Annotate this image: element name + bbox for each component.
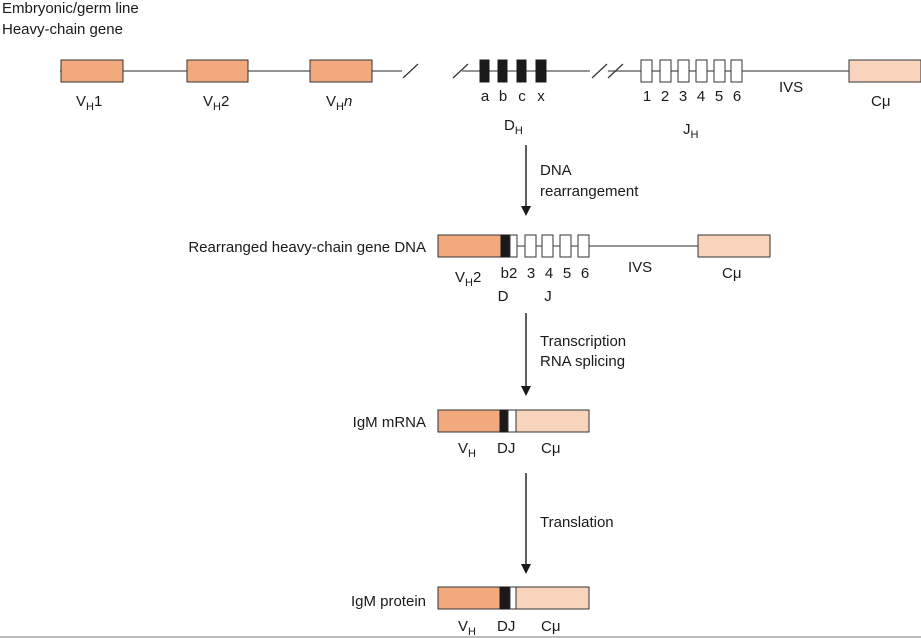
- j-segment: [507, 409, 517, 433]
- j-segment: [509, 234, 518, 258]
- step-dna-label: DNA: [540, 162, 572, 179]
- c-mu-label: Cμ: [871, 93, 890, 110]
- rearranged-j-caption: J: [544, 288, 552, 305]
- j-segment: [541, 234, 554, 258]
- j-number: 6: [733, 88, 741, 105]
- rearranged-d-caption: D: [498, 288, 509, 305]
- j-segment: [524, 234, 537, 258]
- step-arrow-translation: [521, 473, 531, 574]
- mrna-c-mu-label: Cμ: [541, 440, 560, 457]
- j-number: 3: [527, 265, 535, 282]
- d-letter: c: [518, 88, 526, 105]
- step-rearrangement-label: rearrangement: [540, 183, 639, 200]
- step-transcription-label: Transcription: [540, 333, 626, 350]
- c-mu-segment: [515, 586, 590, 610]
- d-letter: x: [537, 88, 545, 105]
- d-letter: a: [481, 88, 490, 105]
- d-segment: [535, 59, 547, 83]
- arrow-head-icon: [521, 386, 531, 396]
- v-segment: [437, 234, 502, 258]
- protein-c-mu-label: Cμ: [541, 618, 560, 635]
- j-number: 5: [715, 88, 723, 105]
- rearranged-b2-label: b2: [501, 265, 518, 282]
- j-number: 1: [643, 88, 651, 105]
- j-segment: [695, 59, 708, 83]
- arrow-head-icon: [521, 564, 531, 574]
- protein-dj-label: DJ: [497, 618, 515, 635]
- igm-protein: IgM protein VH DJ Cμ: [351, 586, 590, 638]
- step-arrow-dna-rearrangement: [521, 145, 531, 216]
- j-number: 5: [563, 265, 571, 282]
- rearranged-c-mu-label: Cμ: [722, 265, 741, 282]
- igm-mrna: IgM mRNA VH DJ Cμ: [353, 409, 590, 460]
- d-letter: b: [499, 88, 507, 105]
- v-label-2: VH2: [203, 93, 229, 113]
- j-group-label: JH: [683, 121, 699, 141]
- j-segment: [577, 234, 590, 258]
- protein-v-label: VH: [458, 618, 476, 638]
- title-line-2: Heavy-chain gene: [2, 21, 123, 38]
- j-number: 6: [581, 265, 589, 282]
- break-mark: [452, 63, 469, 79]
- rearranged-row-label: Rearranged heavy-chain gene DNA: [188, 239, 426, 256]
- rearranged-v-label: VH2: [455, 269, 481, 289]
- protein-row-label: IgM protein: [351, 593, 426, 610]
- v-label-1: VH1: [76, 93, 102, 113]
- j-segment: [713, 59, 726, 83]
- mrna-dj-label: DJ: [497, 440, 515, 457]
- title-line-1: Embryonic/germ line: [2, 0, 139, 17]
- v-segment: [437, 586, 501, 610]
- v-segment: [186, 59, 249, 83]
- v-segment: [60, 59, 124, 83]
- step-arrow-transcription: [521, 313, 531, 396]
- d-group-label: DH: [504, 117, 523, 137]
- break-mark: [607, 63, 624, 79]
- arrow-head-icon: [521, 206, 531, 216]
- j-segment: [659, 59, 672, 83]
- j-segment: [730, 59, 743, 83]
- c-mu-segment: [515, 409, 590, 433]
- mrna-v-label: VH: [458, 440, 476, 460]
- step-translation-label: Translation: [540, 514, 614, 531]
- d-segment: [479, 59, 490, 83]
- c-mu-segment: [848, 59, 921, 83]
- d-segment: [497, 59, 508, 83]
- j-segment: [509, 586, 517, 610]
- j-segment: [559, 234, 572, 258]
- d-segment: [500, 234, 510, 258]
- j-number: 4: [545, 265, 553, 282]
- j-segment: [677, 59, 690, 83]
- mrna-row-label: IgM mRNA: [353, 414, 426, 431]
- d-segment: [499, 586, 511, 610]
- v-segment: [437, 409, 501, 433]
- j-segment: [640, 59, 653, 83]
- c-mu-segment: [697, 234, 771, 258]
- v-segment: [309, 59, 373, 83]
- ivs-label: IVS: [779, 79, 803, 96]
- rearranged-gene: Rearranged heavy-chain gene DNA VH2 b2 3…: [188, 234, 771, 305]
- j-number: 3: [679, 88, 687, 105]
- germline-gene: VH1 VH2 VHn a b c x DH 1 2 3 4 5 6 JH IV…: [60, 59, 921, 141]
- break-mark: [591, 63, 608, 79]
- d-segment: [499, 409, 509, 433]
- break-mark: [402, 63, 419, 79]
- v-label-n: VHn: [326, 93, 352, 113]
- rearranged-ivs-label: IVS: [628, 259, 652, 276]
- j-number: 2: [661, 88, 669, 105]
- d-segment: [516, 59, 527, 83]
- step-splicing-label: RNA splicing: [540, 353, 625, 370]
- j-number: 4: [697, 88, 705, 105]
